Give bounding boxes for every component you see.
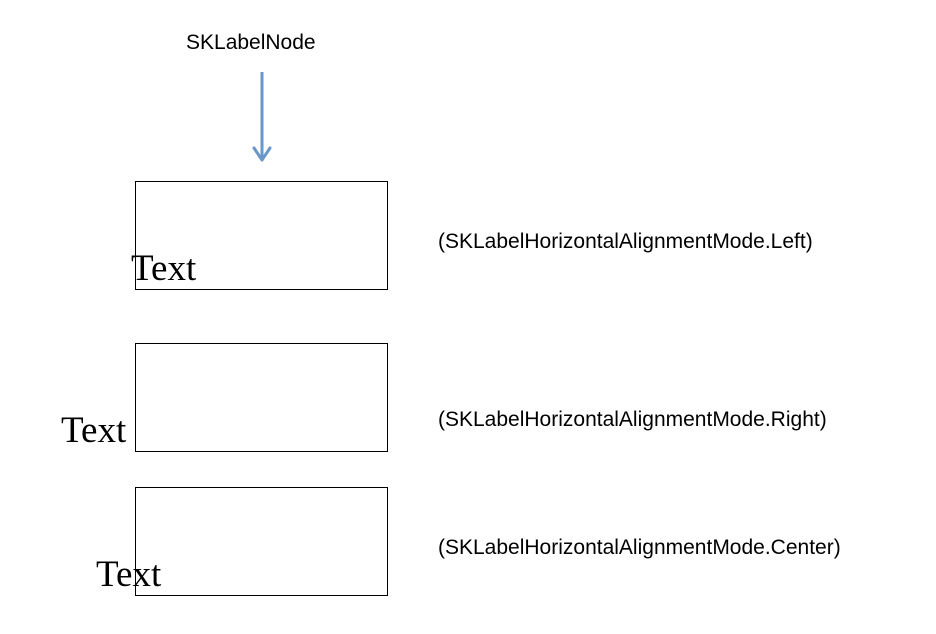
down-arrow-icon [252,72,272,162]
node-title: SKLabelNode [186,31,316,54]
mode-label-left: (SKLabelHorizontalAlignmentMode.Left) [438,230,813,253]
mode-label-right: (SKLabelHorizontalAlignmentMode.Right) [438,408,827,431]
sample-text-center: Text [96,554,162,595]
sample-text-left: Text [131,248,197,289]
label-frame-center [135,487,388,596]
label-frame-right [135,343,388,452]
sample-text-right: Text [61,410,127,451]
label-frame-left [135,181,388,290]
mode-label-center: (SKLabelHorizontalAlignmentMode.Center) [438,536,841,559]
